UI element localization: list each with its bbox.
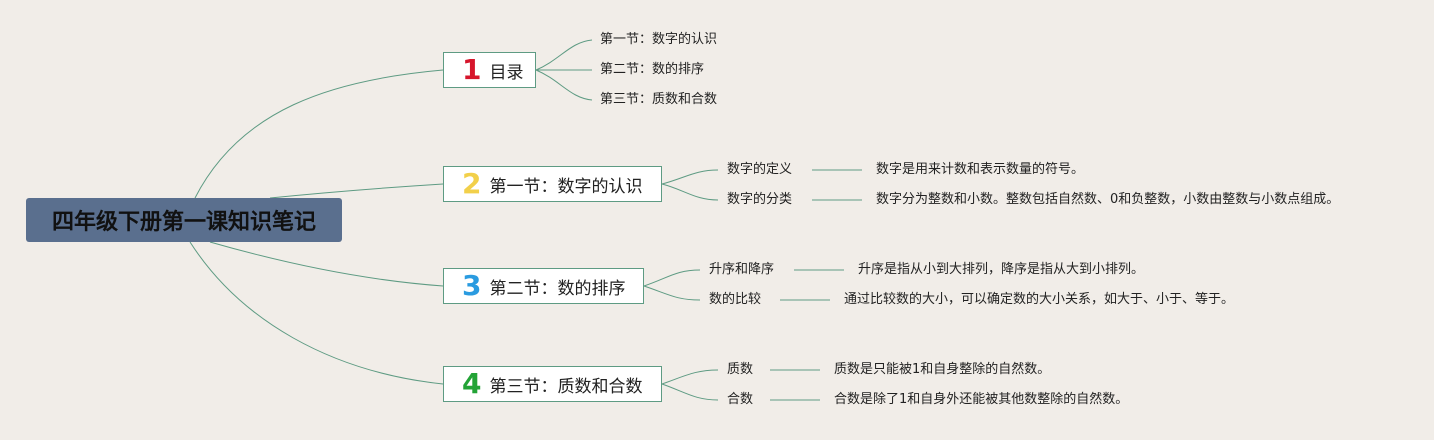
topic-node-section-3[interactable]: 4 第三节：质数和合数 [443,366,662,402]
link-root-topic-2 [269,183,444,199]
link-t1-i1 [535,39,593,71]
topic-number: 2 [462,167,482,200]
link-t3-i2 [643,285,701,301]
subtopic-description[interactable]: 数字分为整数和小数。整数包括自然数、0和负整数，小数由整数与小数点组成。 [876,192,1340,207]
topic-title: 第二节：数的排序 [489,278,626,299]
subtopic-description[interactable]: 升序是指从小到大排列，降序是指从大到小排列。 [858,262,1145,277]
subtopic-description[interactable]: 合数是除了1和自身外还能被其他数整除的自然数。 [834,392,1129,407]
root-title: 四年级下册第一课知识笔记 [51,210,316,235]
link-root-topic-1 [194,69,444,199]
subtopic-term[interactable]: 合数 [727,392,754,407]
root-node[interactable]: 四年级下册第一课知识笔记 [26,198,342,242]
subtopic-term[interactable]: 升序和降序 [709,262,775,277]
topic-title: 目录 [489,62,524,83]
subtopic-term[interactable]: 质数 [727,362,754,377]
toc-item[interactable]: 第三节：质数和合数 [600,92,718,107]
link-t3-i1 [643,269,701,287]
topic-node-section-1[interactable]: 2 第一节：数字的认识 [443,166,662,202]
topic-node-section-2[interactable]: 3 第二节：数的排序 [443,268,644,304]
link-root-topic-4 [189,241,444,385]
link-t4-i2 [661,383,719,401]
link-root-topic-3 [209,241,444,287]
subtopic-description[interactable]: 质数是只能被1和自身整除的自然数。 [834,362,1051,377]
link-t1-i3 [535,69,593,101]
subtopic-description[interactable]: 数字是用来计数和表示数量的符号。 [876,162,1085,177]
topic-title: 第一节：数字的认识 [489,176,643,197]
subtopic-description[interactable]: 通过比较数的大小，可以确定数的大小关系，如大于、小于、等于。 [844,292,1235,307]
toc-item[interactable]: 第二节：数的排序 [600,62,705,77]
topic-number: 4 [462,367,482,400]
subtopic-term[interactable]: 数字的定义 [727,162,793,177]
link-t4-i1 [661,369,719,385]
topic-title: 第三节：质数和合数 [489,376,643,397]
subtopic-term[interactable]: 数字的分类 [727,192,793,207]
topic-number: 3 [462,269,482,302]
subtopic-term[interactable]: 数的比较 [709,292,762,307]
toc-item[interactable]: 第一节：数字的认识 [600,32,718,47]
topic-number: 1 [462,53,482,86]
link-t2-i2 [661,183,719,201]
topic-node-contents[interactable]: 1 目录 [443,52,536,88]
link-t2-i1 [661,169,719,185]
